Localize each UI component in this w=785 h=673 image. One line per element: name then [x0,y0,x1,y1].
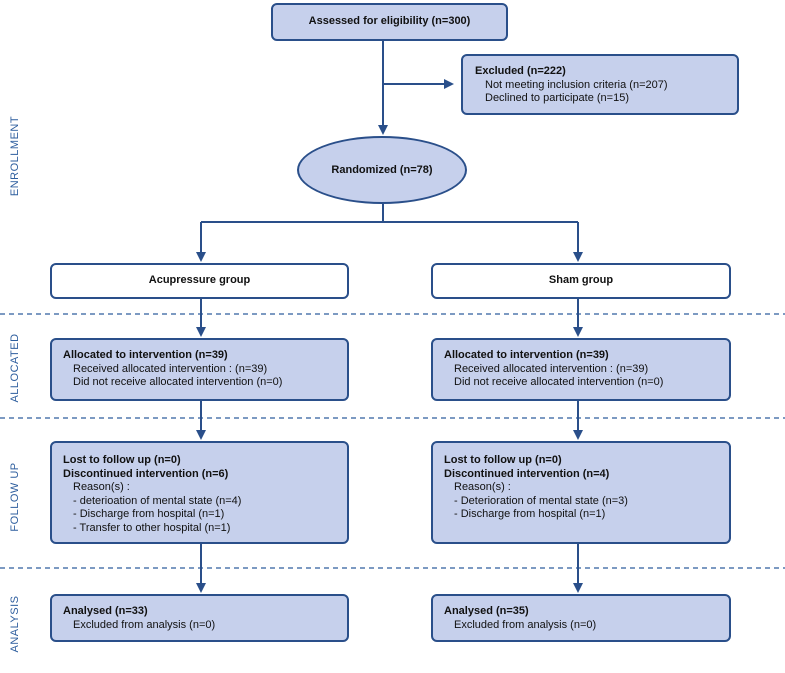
analysis-left-title: Analysed (n=33) [63,605,148,617]
analysis-left-box: Analysed (n=33) Excluded from analysis (… [50,594,349,642]
allocation-left-not-received: Did not receive allocated intervention (… [73,376,283,388]
followup-right-reason: - Discharge from hospital (n=1) [454,508,606,520]
allocation-right-box: Allocated to intervention (n=39) Receive… [431,338,731,401]
assessed-box: Assessed for eligibility (n=300) [271,3,508,41]
analysis-right-box: Analysed (n=35) Excluded from analysis (… [431,594,731,642]
randomized-label: Randomized (n=78) [331,164,433,176]
side-label-allocated: ALLOCATED [9,333,21,403]
allocation-right-title: Allocated to intervention (n=39) [444,349,609,361]
allocation-left-received: Received allocated intervention : (n=39) [73,362,268,375]
analysis-right-excluded: Excluded from analysis (n=0) [454,618,597,631]
allocation-right-received: Received allocated intervention : (n=39) [454,362,649,375]
side-label-analysis: ANALYSIS [9,595,21,653]
followup-left-reason: - Transfer to other hospital (n=1) [73,521,231,534]
assessed-label: Assessed for eligibility (n=300) [308,15,471,28]
side-label-follow-up: FOLLOW UP [9,462,21,532]
allocation-left-title: Allocated to intervention (n=39) [63,349,228,361]
followup-left-reason: - Discharge from hospital (n=1) [73,508,225,520]
followup-right-reason: - Deterioration of mental state (n=3) [454,494,628,507]
excluded-line: Not meeting inclusion criteria (n=207) [485,78,668,91]
sham-group-label: Sham group [548,274,614,287]
acupressure-group-box: Acupressure group [50,263,349,299]
excluded-line: Declined to participate (n=15) [485,92,629,104]
followup-left-box: Lost to follow up (n=0) Discontinued int… [50,441,349,544]
analysis-left-excluded: Excluded from analysis (n=0) [73,618,216,631]
acupressure-group-label: Acupressure group [148,274,251,287]
analysis-right-title: Analysed (n=35) [444,605,529,617]
followup-left-lost: Lost to follow up (n=0) [63,454,181,466]
followup-right-box: Lost to follow up (n=0) Discontinued int… [431,441,731,544]
followup-right-discontinued: Discontinued intervention (n=4) [444,467,610,480]
followup-right-lost: Lost to follow up (n=0) [444,454,562,466]
followup-left-reason-label: Reason(s) : [73,481,130,493]
section-dividers [0,313,785,569]
side-label-enrollment: ENROLLMENT [9,115,21,197]
excluded-title: Excluded (n=222) [475,65,566,77]
followup-left-discontinued: Discontinued intervention (n=6) [63,467,229,480]
allocation-left-box: Allocated to intervention (n=39) Receive… [50,338,349,401]
followup-left-reason: - deterioation of mental state (n=4) [73,494,242,507]
randomized-oval: Randomized (n=78) [297,136,467,204]
followup-right-reason-label: Reason(s) : [454,481,511,493]
allocation-right-not-received: Did not receive allocated intervention (… [454,376,664,388]
sham-group-box: Sham group [431,263,731,299]
excluded-box: Excluded (n=222) Not meeting inclusion c… [461,54,739,115]
